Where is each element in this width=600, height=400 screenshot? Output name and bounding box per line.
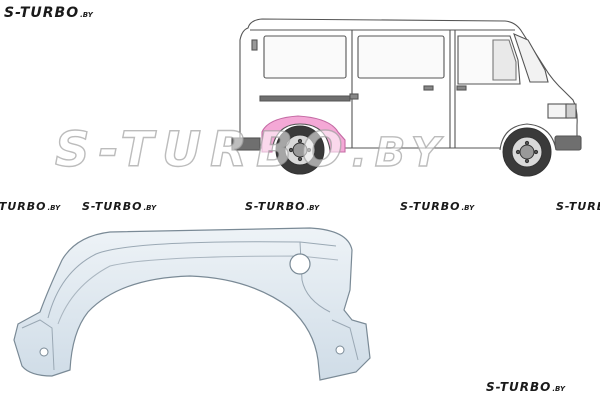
brand-logo-bottom: S-TURBO.BY xyxy=(486,380,565,394)
brand-watermark: S-TURBO.BY xyxy=(556,200,600,213)
brand-watermark-large-suffix: .BY xyxy=(351,129,448,176)
brand-watermark: S-TURBO.BY xyxy=(400,200,474,213)
brand-watermark-name: S-TURBO xyxy=(82,200,143,213)
panel-hole xyxy=(289,253,311,275)
van-front-wheel xyxy=(502,127,552,177)
brand-watermark-large: S-TURBO.BY xyxy=(54,121,448,178)
brand-watermark-suffix: .BY xyxy=(143,204,157,212)
panel-outer xyxy=(13,227,371,381)
brand-watermark-suffix: .BY xyxy=(461,204,475,212)
brand-watermark-name: S-TURBO xyxy=(0,200,47,213)
brand-logo-name: S-TURBO xyxy=(4,5,80,21)
brand-logo-suffix: .BY xyxy=(80,11,93,19)
brand-watermark: S-TURBO.BY xyxy=(82,200,156,213)
brand-logo: S-TURBO.BY xyxy=(4,5,93,21)
van-rear-wheel xyxy=(275,125,325,175)
brand-watermark-suffix: .BY xyxy=(306,204,320,212)
brand-watermark-suffix: .BY xyxy=(47,204,61,212)
brand-watermark-name: S-TURBO xyxy=(245,200,306,213)
van-window-middle xyxy=(357,35,445,79)
brand-watermark-name: S-TURBO xyxy=(400,200,461,213)
panel-mount-hole-right xyxy=(335,345,345,355)
brand-watermark: S-TURBO.BY xyxy=(245,200,319,213)
panel-mount-hole-left xyxy=(39,347,49,357)
brand-logo-name: S-TURBO xyxy=(486,380,552,394)
van-window-rear xyxy=(263,35,347,79)
van-illustration xyxy=(231,18,582,177)
brand-watermark-name: S-TURBO xyxy=(556,200,600,213)
brand-watermark-large-name: S-TURBO xyxy=(54,121,352,178)
brand-logo-suffix: .BY xyxy=(552,385,566,393)
brand-watermark: S-TURBO.BY xyxy=(0,200,60,213)
van-front-bumper xyxy=(554,135,582,151)
van-windshield xyxy=(513,33,549,83)
van-rear-bumper xyxy=(231,137,261,151)
wheel-arch-panel-illustration xyxy=(13,227,371,381)
